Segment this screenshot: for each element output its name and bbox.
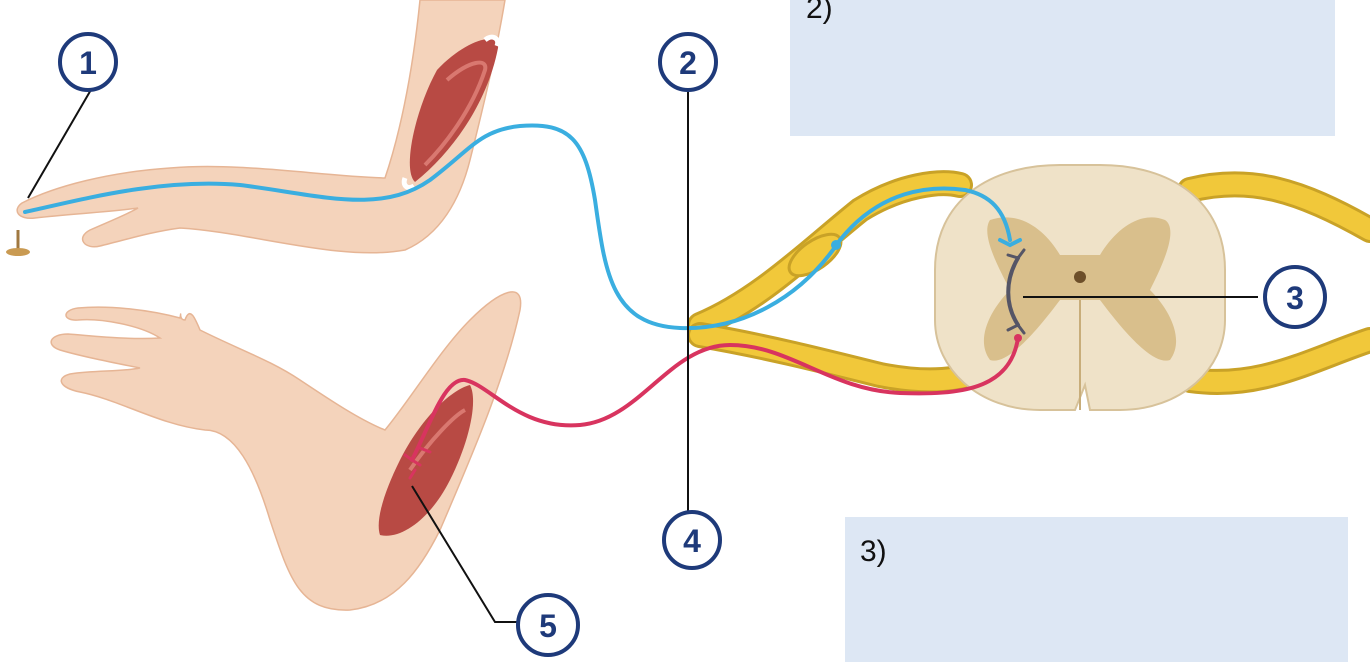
- marker-5: 5: [518, 595, 578, 655]
- svg-text:1: 1: [79, 45, 97, 81]
- answer-box-3-label: 3): [860, 535, 887, 569]
- svg-text:4: 4: [683, 523, 701, 559]
- svg-text:3: 3: [1286, 280, 1304, 316]
- answer-box-3[interactable]: [845, 517, 1348, 662]
- marker-1: 1: [60, 34, 116, 90]
- thumbtack: [6, 230, 30, 256]
- svg-text:2: 2: [679, 45, 697, 81]
- answer-box-2-label: 2): [806, 0, 833, 26]
- spinal-cord: [935, 165, 1225, 410]
- marker-2: 2: [660, 34, 716, 90]
- answer-box-2[interactable]: [790, 0, 1335, 136]
- lower-arm: [51, 292, 520, 610]
- marker-4: 4: [664, 512, 720, 568]
- svg-text:5: 5: [539, 608, 557, 644]
- marker-3: 3: [1265, 267, 1325, 327]
